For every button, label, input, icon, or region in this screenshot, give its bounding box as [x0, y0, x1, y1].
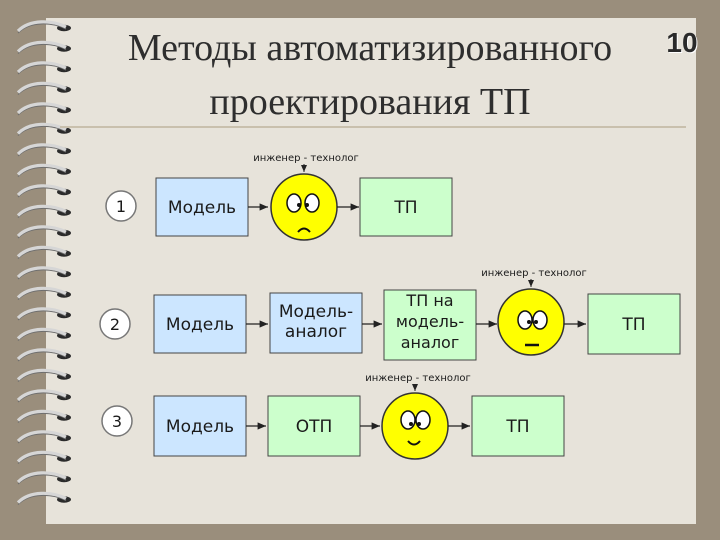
- row-number: 2: [110, 315, 120, 334]
- model-box: [153, 395, 247, 457]
- analog-model-box-label: Модель-аналог: [279, 302, 353, 342]
- process-box-label: ТП: [505, 417, 529, 437]
- spiral-ring-icon: [16, 327, 71, 341]
- smiley-face-icon: [381, 392, 449, 460]
- spiral-ring-icon: [16, 163, 71, 177]
- model-box-label: Модель: [166, 417, 234, 437]
- smiley-face-icon: [270, 173, 338, 241]
- engineer-label: инженер - технолог: [365, 373, 471, 384]
- spiral-ring-icon: [16, 225, 71, 239]
- row-number-badge: [101, 405, 133, 437]
- spiral-ring-icon: [16, 471, 71, 485]
- label-line: Модель-: [279, 302, 353, 322]
- generic-process-box-label: ОТП: [296, 417, 333, 437]
- spiral-ring-icon: [16, 286, 71, 300]
- model-box: [153, 294, 247, 354]
- process-box: [359, 177, 453, 237]
- generic-process-box: [267, 395, 361, 457]
- spiral-ring-icon: [16, 266, 71, 280]
- engineer-label: инженер - технолог: [253, 153, 359, 164]
- spiral-ring-icon: [16, 368, 71, 382]
- spiral-ring-icon: [16, 389, 71, 403]
- process-box: [471, 395, 565, 457]
- model-box: [155, 177, 249, 237]
- method-row-3: 3 Модель ОТП инженер - технолог ТП: [101, 373, 565, 460]
- label-line: ТП на: [405, 291, 453, 310]
- spiral-ring-icon: [16, 143, 71, 157]
- slide-title-line-1: Методы автоматизированного: [127, 27, 613, 69]
- label-line: аналог: [285, 322, 347, 342]
- spiral-ring-icon: [16, 491, 71, 505]
- model-box-label: Модель: [166, 315, 234, 335]
- spiral-ring-icon: [16, 184, 71, 198]
- title-divider: [60, 126, 686, 128]
- engineer-label: инженер - технолог: [481, 268, 587, 279]
- analog-process-box: [383, 289, 477, 361]
- process-box: [587, 293, 681, 355]
- spiral-ring-icon: [16, 20, 71, 34]
- process-box-label: ТП: [621, 315, 645, 335]
- spiral-ring-icon: [16, 40, 71, 54]
- spiral-ring-icon: [16, 450, 71, 464]
- label-line: аналог: [401, 333, 460, 352]
- spiral-ring-icon: [16, 81, 71, 95]
- row-number: 1: [116, 197, 126, 216]
- method-row-2: 2 Модель Модель-аналог ТП на модель-анало…: [99, 268, 681, 361]
- spiral-ring-icon: [16, 409, 71, 423]
- model-box-label: Модель: [168, 198, 236, 218]
- process-box-label: ТП: [393, 198, 417, 218]
- analog-model-box: [269, 292, 363, 354]
- slide-number: 10: [666, 27, 698, 58]
- row-number-badge: [105, 190, 137, 222]
- slide-title-line-2: проектирования ТП: [209, 81, 531, 123]
- spiral-ring-icon: [16, 204, 71, 218]
- row-number-badge: [99, 308, 131, 340]
- spiral-ring-icon: [16, 348, 71, 362]
- spiral-ring-icon: [16, 102, 71, 116]
- row-number: 3: [112, 412, 122, 431]
- label-line: модель-: [396, 312, 464, 331]
- analog-process-box-label: ТП на модель-аналог: [396, 291, 464, 352]
- spiral-ring-icon: [16, 430, 71, 444]
- smiley-face-icon: [497, 288, 565, 356]
- spiral-ring-icon: [16, 307, 71, 321]
- spiral-ring-icon: [16, 245, 71, 259]
- spiral-ring-icon: [16, 61, 71, 75]
- method-row-1: 1 Модель инженер - технолог ТП: [105, 153, 453, 241]
